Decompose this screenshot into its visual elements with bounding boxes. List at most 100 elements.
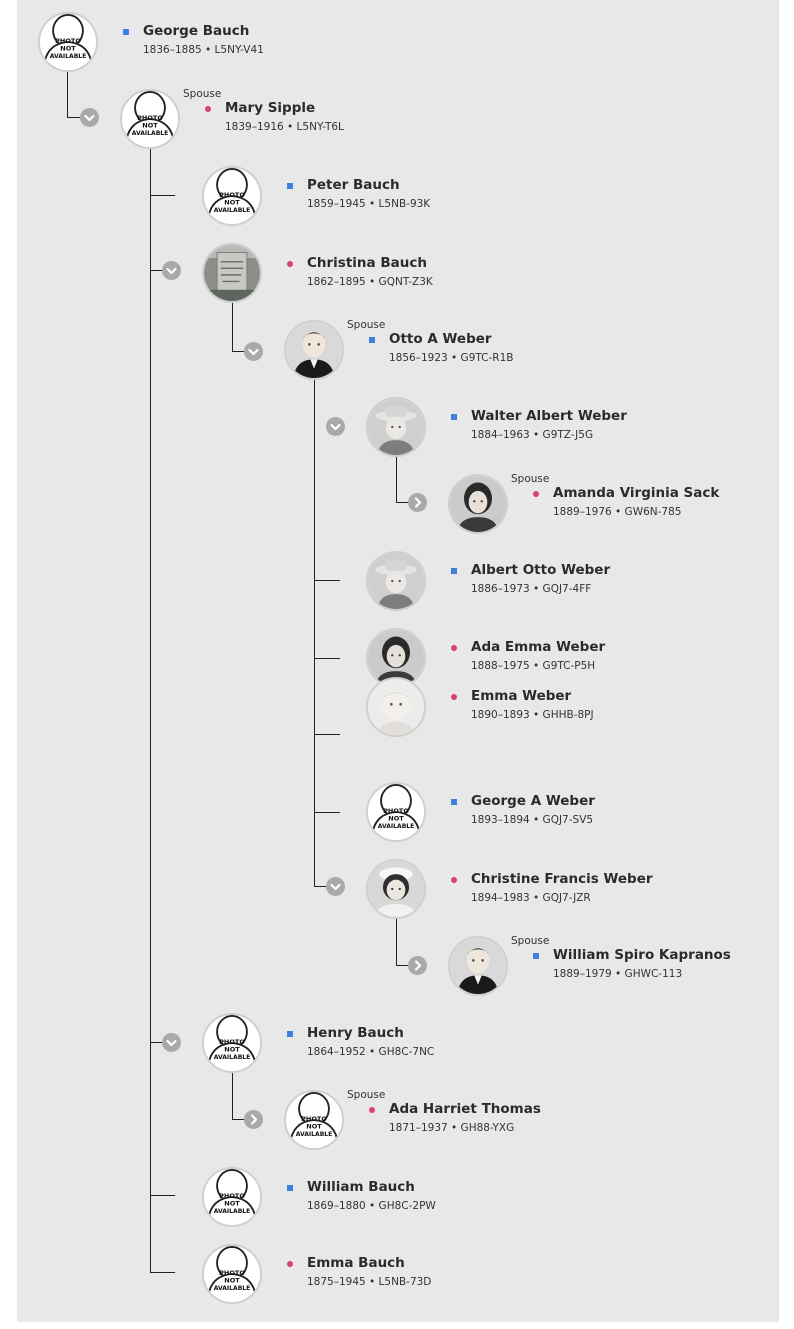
connector-line [314,812,340,813]
connector-line [67,117,80,118]
person-name[interactable]: Otto A Weber [389,331,492,347]
expand-toggle-button[interactable] [407,492,427,512]
male-marker-icon [533,953,539,959]
person-name[interactable]: Ada Harriet Thomas [389,1101,541,1117]
female-marker-icon [451,877,457,883]
photo-not-available-placeholder[interactable]: PHOTO NOT AVAILABLE [202,1013,262,1073]
svg-text:PHOTO: PHOTO [219,1038,245,1046]
connector-line [396,918,397,965]
svg-text:NOT: NOT [142,121,158,129]
female-marker-icon [287,261,293,267]
person-lifespan-id: 1862–1895 • GQNT-Z3K [307,276,433,288]
person-lifespan-id: 1890–1893 • GHHB-8PJ [471,709,594,721]
person-lifespan-id: 1856–1923 • G9TC-R1B [389,352,514,364]
person-name[interactable]: Ada Emma Weber [471,639,606,655]
person-photo[interactable] [202,243,262,303]
svg-text:NOT: NOT [60,44,76,52]
connector-line [396,455,397,502]
person-lifespan-id: 1864–1952 • GH8C-7NC [307,1046,435,1058]
person-name[interactable]: Mary Sipple [225,100,316,116]
photo-not-available-placeholder[interactable]: PHOTO NOT AVAILABLE [38,12,98,72]
person-name[interactable]: Albert Otto Weber [471,562,611,578]
chevron-down-icon [244,342,263,361]
person-name[interactable]: Amanda Virginia Sack [553,485,720,501]
male-marker-icon [451,414,457,420]
person-lifespan-id: 1893–1894 • GQJ7-SV5 [471,814,594,826]
connector-line [396,502,408,503]
svg-text:PHOTO: PHOTO [55,37,81,45]
person-name[interactable]: Christina Bauch [307,255,427,271]
connector-line [150,270,162,271]
person-photo[interactable] [284,320,344,380]
person-photo[interactable] [448,474,508,534]
svg-text:PHOTO: PHOTO [137,114,163,122]
spouse-label: Spouse [511,935,550,947]
svg-text:PHOTO: PHOTO [219,1192,245,1200]
chevron-down-icon [326,877,345,896]
collapse-toggle-button[interactable] [325,876,345,896]
svg-text:AVAILABLE: AVAILABLE [214,1285,251,1292]
svg-text:AVAILABLE: AVAILABLE [214,207,251,214]
spouse-label: Spouse [347,319,386,331]
chevron-down-icon [80,108,99,127]
person-name[interactable]: Christine Francis Weber [471,871,653,887]
connector-line [150,148,151,1272]
expand-toggle-button[interactable] [407,955,427,975]
collapse-toggle-button[interactable] [79,107,99,127]
collapse-toggle-button[interactable] [325,416,345,436]
person-photo[interactable] [366,859,426,919]
person-name[interactable]: George Bauch [143,23,250,39]
connector-line [232,351,244,352]
person-name[interactable]: Emma Bauch [307,1255,405,1271]
svg-text:PHOTO: PHOTO [219,191,245,199]
connector-line [314,734,340,735]
person-name[interactable]: George A Weber [471,793,595,809]
svg-text:NOT: NOT [388,814,404,822]
svg-text:AVAILABLE: AVAILABLE [132,130,169,137]
photo-not-available-placeholder[interactable]: PHOTO NOT AVAILABLE [284,1090,344,1150]
collapse-toggle-button[interactable] [243,341,263,361]
photo-not-available-placeholder[interactable]: PHOTO NOT AVAILABLE [202,1167,262,1227]
person-name[interactable]: Walter Albert Weber [471,408,627,424]
person-name[interactable]: William Spiro Kapranos [553,947,731,963]
person-lifespan-id: 1894–1983 • GQJ7-JZR [471,892,591,904]
female-marker-icon [533,491,539,497]
collapse-toggle-button[interactable] [161,260,181,280]
svg-text:AVAILABLE: AVAILABLE [50,53,87,60]
person-photo[interactable] [366,677,426,737]
person-name[interactable]: Peter Bauch [307,177,400,193]
spouse-label: Spouse [511,473,550,485]
person-photo[interactable] [448,936,508,996]
person-name[interactable]: William Bauch [307,1179,415,1195]
connector-line [67,70,68,117]
person-photo[interactable] [366,397,426,457]
chevron-down-icon [162,261,181,280]
svg-text:AVAILABLE: AVAILABLE [214,1054,251,1061]
female-marker-icon [205,106,211,112]
person-name[interactable]: Henry Bauch [307,1025,404,1041]
person-lifespan-id: 1839–1916 • L5NY-T6L [225,121,344,133]
spouse-label: Spouse [183,88,222,100]
collapse-toggle-button[interactable] [161,1032,181,1052]
connector-line [150,195,175,196]
photo-not-available-placeholder[interactable]: PHOTO NOT AVAILABLE [366,782,426,842]
person-photo[interactable] [366,551,426,611]
connector-line [150,1195,175,1196]
chevron-right-icon [408,493,427,512]
expand-toggle-button[interactable] [243,1109,263,1129]
person-name[interactable]: Emma Weber [471,688,572,704]
male-marker-icon [451,799,457,805]
svg-text:PHOTO: PHOTO [301,1115,327,1123]
photo-not-available-placeholder[interactable]: PHOTO NOT AVAILABLE [202,1244,262,1304]
connector-line [232,300,233,351]
photo-not-available-placeholder[interactable]: PHOTO NOT AVAILABLE [202,166,262,226]
photo-not-available-placeholder[interactable]: PHOTO NOT AVAILABLE [120,89,180,149]
person-lifespan-id: 1886–1973 • GQJ7-4FF [471,583,592,595]
spouse-label: Spouse [347,1089,386,1101]
person-lifespan-id: 1888–1975 • G9TC-P5H [471,660,596,672]
chevron-right-icon [408,956,427,975]
female-marker-icon [369,1107,375,1113]
female-marker-icon [451,694,457,700]
person-lifespan-id: 1875–1945 • L5NB-73D [307,1276,432,1288]
male-marker-icon [369,337,375,343]
